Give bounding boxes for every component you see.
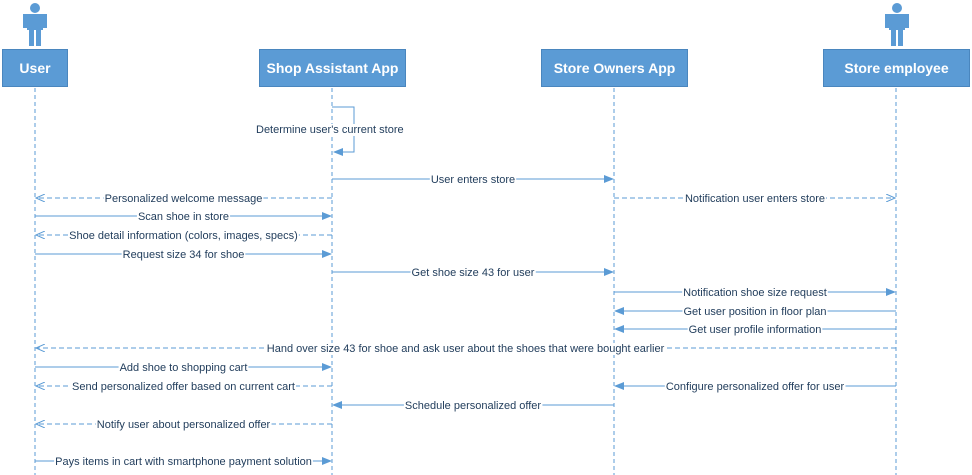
message-label: Schedule personalized offer <box>405 400 542 412</box>
message-label-bg <box>682 287 828 299</box>
self-message-label: Determine user's current store <box>256 124 404 136</box>
message-label-bg <box>683 193 827 205</box>
message-label: Configure personalized offer for user <box>666 381 845 393</box>
message-label-bg <box>118 362 249 374</box>
message-label: Add shoe to shopping cart <box>120 362 248 374</box>
message-label: Scan shoe in store <box>138 211 229 223</box>
participant-shop-assistant-app-label: Shop Assistant App <box>266 60 399 76</box>
message-label-bg <box>136 211 231 223</box>
participant-user-label: User <box>19 60 51 76</box>
message-label: User enters store <box>431 174 515 186</box>
message-label: Get shoe size 43 for user <box>412 267 535 279</box>
message-label: Notification shoe size request <box>683 287 827 299</box>
message-label-bg <box>429 174 517 186</box>
message-label-bg <box>95 419 272 431</box>
participant-store-owners-app: Store Owners App <box>541 49 688 87</box>
message-label: Send personalized offer based on current… <box>72 381 295 393</box>
message-label: Notification user enters store <box>685 193 825 205</box>
message-label-bg <box>68 230 299 242</box>
message-label-bg <box>687 324 823 336</box>
message-label-bg <box>682 306 828 318</box>
message-label-bg <box>103 193 264 205</box>
store-employee-actor-icon <box>885 3 909 46</box>
message-label: Pays items in cart with smartphone payme… <box>55 456 312 468</box>
message-label-bg <box>403 400 543 412</box>
message-label: Request size 34 for shoe <box>123 249 245 261</box>
message-label: Notify user about personalized offer <box>97 419 271 431</box>
message-label-bg <box>664 381 846 393</box>
message-label-bg <box>410 267 536 279</box>
message-label-bg <box>265 343 666 355</box>
message-label: Hand over size 43 for shoe and ask user … <box>267 343 665 355</box>
message-label: Personalized welcome message <box>105 193 263 205</box>
message-label-bg <box>54 456 313 468</box>
message-label: Get user profile information <box>689 324 822 336</box>
participant-store-employee: Store employee <box>823 49 970 87</box>
participant-user: User <box>2 49 68 87</box>
message-label-bg <box>71 381 296 393</box>
participant-store-employee-label: Store employee <box>844 60 949 76</box>
participant-store-owners-app-label: Store Owners App <box>553 60 676 76</box>
message-label-bg <box>121 249 246 261</box>
participant-shop-assistant-app: Shop Assistant App <box>259 49 406 87</box>
user-actor-icon <box>23 3 47 46</box>
message-label: Shoe detail information (colors, images,… <box>69 230 298 242</box>
message-label: Get user position in floor plan <box>683 306 826 318</box>
